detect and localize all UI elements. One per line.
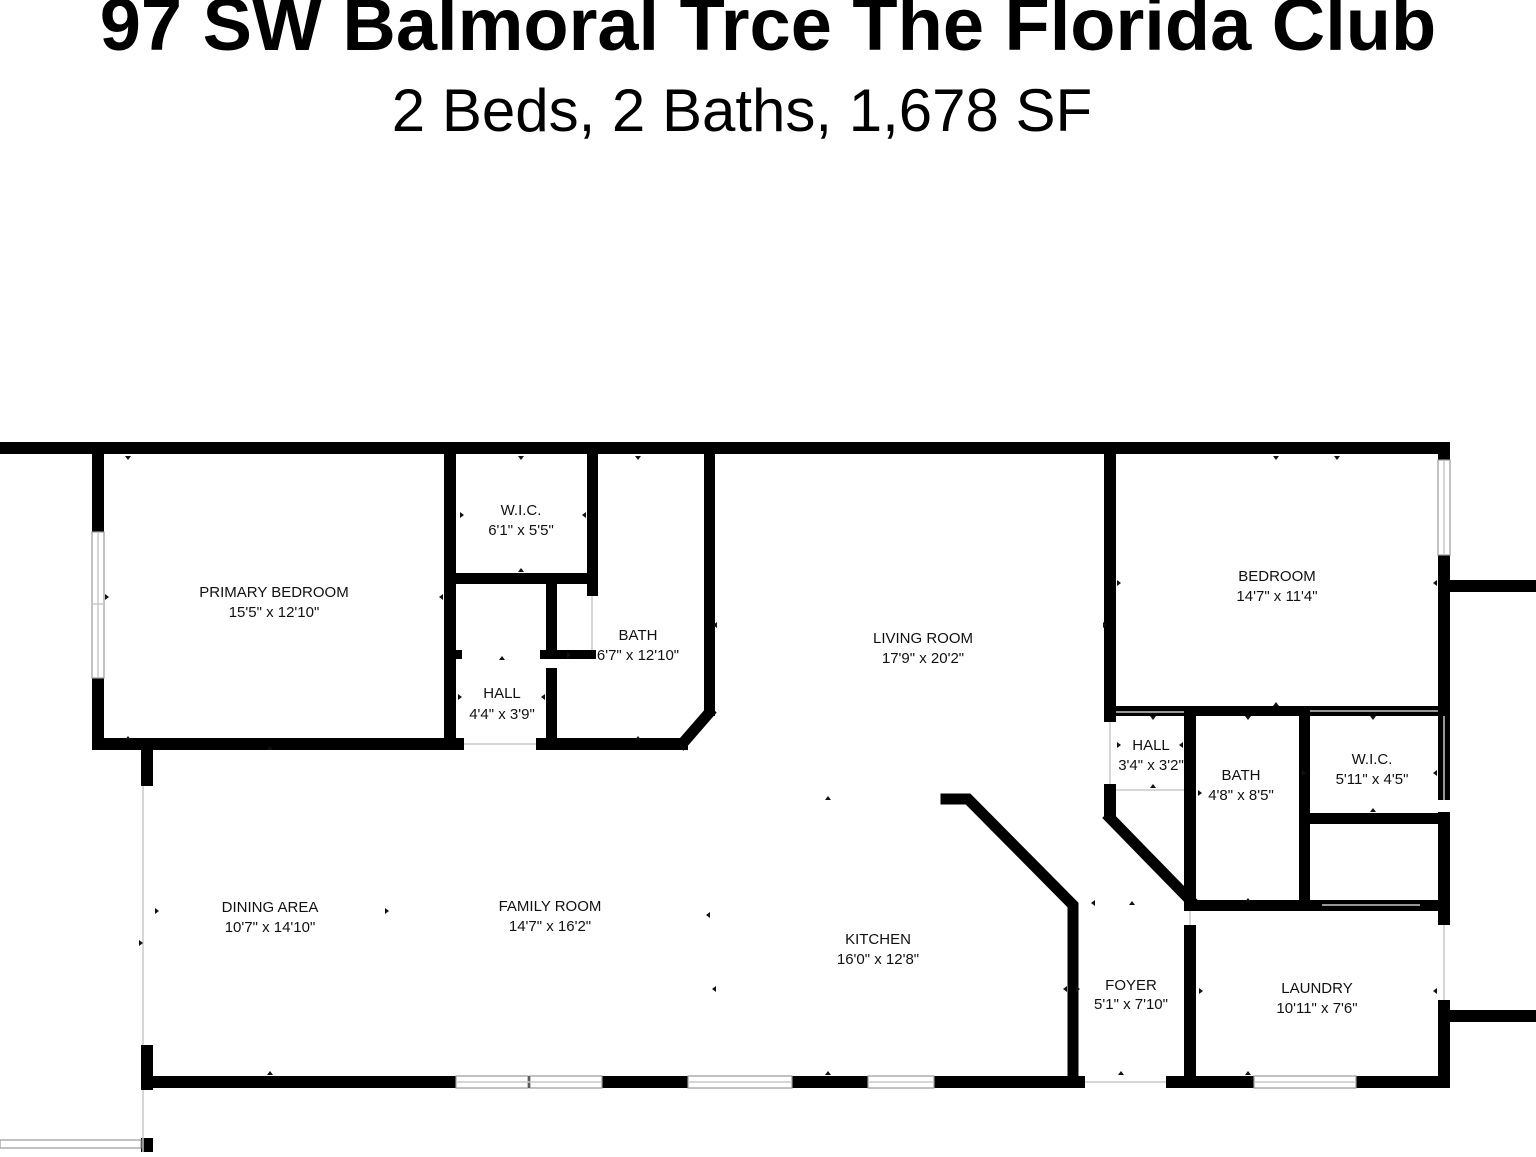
- room-dimensions: 3'4" x 3'2": [1118, 757, 1184, 774]
- wall-hall2-left-lower: [1104, 784, 1116, 820]
- wall-bath2-right: [1299, 706, 1310, 906]
- page-title: 97 SW Balmoral Trce The Florida Club: [100, 0, 1436, 66]
- wall-wic1-right: [587, 454, 598, 596]
- room-kitchen: KITCHEN 16'0" x 12'8": [837, 931, 919, 968]
- wall-stub-right-lower: [1448, 1010, 1536, 1022]
- room-name: W.I.C.: [1352, 751, 1393, 768]
- room-name: HALL: [483, 685, 521, 702]
- room-name: W.I.C.: [501, 502, 542, 519]
- room-labels: PRIMARY BEDROOM 15'5" x 12'10" W.I.C. 6'…: [199, 502, 1408, 1017]
- room-name: PRIMARY BEDROOM: [199, 584, 348, 601]
- dimension-ticks: [105, 456, 1437, 1075]
- room-name: LAUNDRY: [1281, 980, 1352, 997]
- room-dimensions: 6'1" x 5'5": [488, 522, 554, 539]
- room-hall-2: HALL 3'4" x 3'2": [1118, 737, 1184, 774]
- wall-hall2-diagonal: [1102, 810, 1198, 908]
- wall-primary-right-top: [444, 454, 456, 574]
- room-name: BEDROOM: [1238, 568, 1316, 585]
- wall-hall1-left-stub: [444, 650, 462, 659]
- room-dimensions: 16'0" x 12'8": [837, 951, 919, 968]
- room-bath-1: BATH 6'7" x 12'10": [597, 627, 679, 664]
- room-name: BATH: [1222, 767, 1261, 784]
- wall-right-top: [1438, 442, 1450, 460]
- wall-right-upper: [1438, 555, 1450, 800]
- window-porch: [0, 1139, 142, 1149]
- wall-right-lower: [1438, 1000, 1450, 1088]
- room-bath-2: BATH 4'8" x 8'5": [1208, 767, 1274, 804]
- wall-laundry-top: [1184, 900, 1450, 911]
- room-dining-area: DINING AREA 10'7" x 14'10": [222, 899, 319, 936]
- room-dimensions: 4'8" x 8'5": [1208, 787, 1274, 804]
- wall-bedroom-bottom: [1104, 706, 1450, 716]
- page-subtitle: 2 Beds, 2 Baths, 1,678 SF: [392, 77, 1092, 144]
- wall-hall1-bottom-left: [444, 738, 464, 750]
- walls: [0, 442, 1536, 1152]
- windows: [0, 459, 1451, 1152]
- room-dimensions: 5'1" x 7'10": [1094, 996, 1168, 1013]
- room-name: BATH: [619, 627, 658, 644]
- room-dimensions: 14'7" x 11'4": [1236, 588, 1317, 605]
- room-name: LIVING ROOM: [873, 630, 973, 647]
- wall-primary-right-bottom: [444, 574, 456, 750]
- wall-right-mid: [1438, 812, 1450, 925]
- room-foyer: FOYER 5'1" x 7'10": [1094, 977, 1168, 1013]
- wall-primary-bottom: [92, 738, 452, 750]
- wall-wic1-bottom: [444, 573, 596, 584]
- room-name: KITCHEN: [845, 931, 911, 948]
- room-dimensions: 10'7" x 14'10": [225, 919, 316, 936]
- room-family-room: FAMILY ROOM 14'7" x 16'2": [499, 898, 602, 935]
- wall-dining-left-top: [141, 746, 153, 786]
- wall-bedroom-left: [1104, 454, 1116, 722]
- room-dimensions: 17'9" x 20'2": [882, 650, 964, 667]
- wall-bath1-bottom: [546, 738, 688, 750]
- room-wic-2: W.I.C. 5'11" x 4'5": [1336, 751, 1409, 788]
- wall-primary-left-bottom: [92, 678, 104, 750]
- wall-top: [0, 442, 1450, 454]
- room-name: HALL: [1132, 737, 1170, 754]
- room-dimensions: 10'11" x 7'6": [1276, 1000, 1357, 1017]
- wall-bath1-diagonal: [675, 705, 717, 751]
- room-dimensions: 14'7" x 16'2": [509, 918, 591, 935]
- wall-hall2-right: [1184, 706, 1196, 906]
- wall-bottom-main: [141, 1076, 1085, 1088]
- room-bedroom: BEDROOM 14'7" x 11'4": [1236, 568, 1317, 605]
- wall-stub-right-upper: [1448, 580, 1536, 592]
- room-hall-1: HALL 4'4" x 3'9": [469, 685, 535, 723]
- room-living-room: LIVING ROOM 17'9" x 20'2": [873, 630, 973, 667]
- room-dimensions: 4'4" x 3'9": [469, 706, 535, 723]
- wall-laundry-left: [1184, 925, 1196, 1088]
- room-name: FAMILY ROOM: [499, 898, 602, 915]
- wall-hall1-right: [546, 578, 557, 658]
- room-primary-bedroom: PRIMARY BEDROOM 15'5" x 12'10": [199, 584, 348, 621]
- room-dimensions: 15'5" x 12'10": [229, 604, 320, 621]
- room-name: DINING AREA: [222, 899, 319, 916]
- wall-bath1-right: [704, 454, 715, 716]
- room-laundry: LAUNDRY 10'11" x 7'6": [1276, 980, 1357, 1017]
- room-dimensions: 6'7" x 12'10": [597, 647, 679, 664]
- room-name: FOYER: [1105, 977, 1157, 994]
- room-dimensions: 5'11" x 4'5": [1336, 771, 1409, 788]
- wall-hall1-right-lower: [546, 668, 557, 750]
- room-wic-1: W.I.C. 6'1" x 5'5": [488, 502, 554, 539]
- wall-primary-left-top: [92, 442, 104, 532]
- wall-wic2-bottom: [1299, 813, 1450, 824]
- wall-dining-left-stub: [141, 1138, 153, 1152]
- wall-kitchen-diagonal: [940, 793, 1079, 1084]
